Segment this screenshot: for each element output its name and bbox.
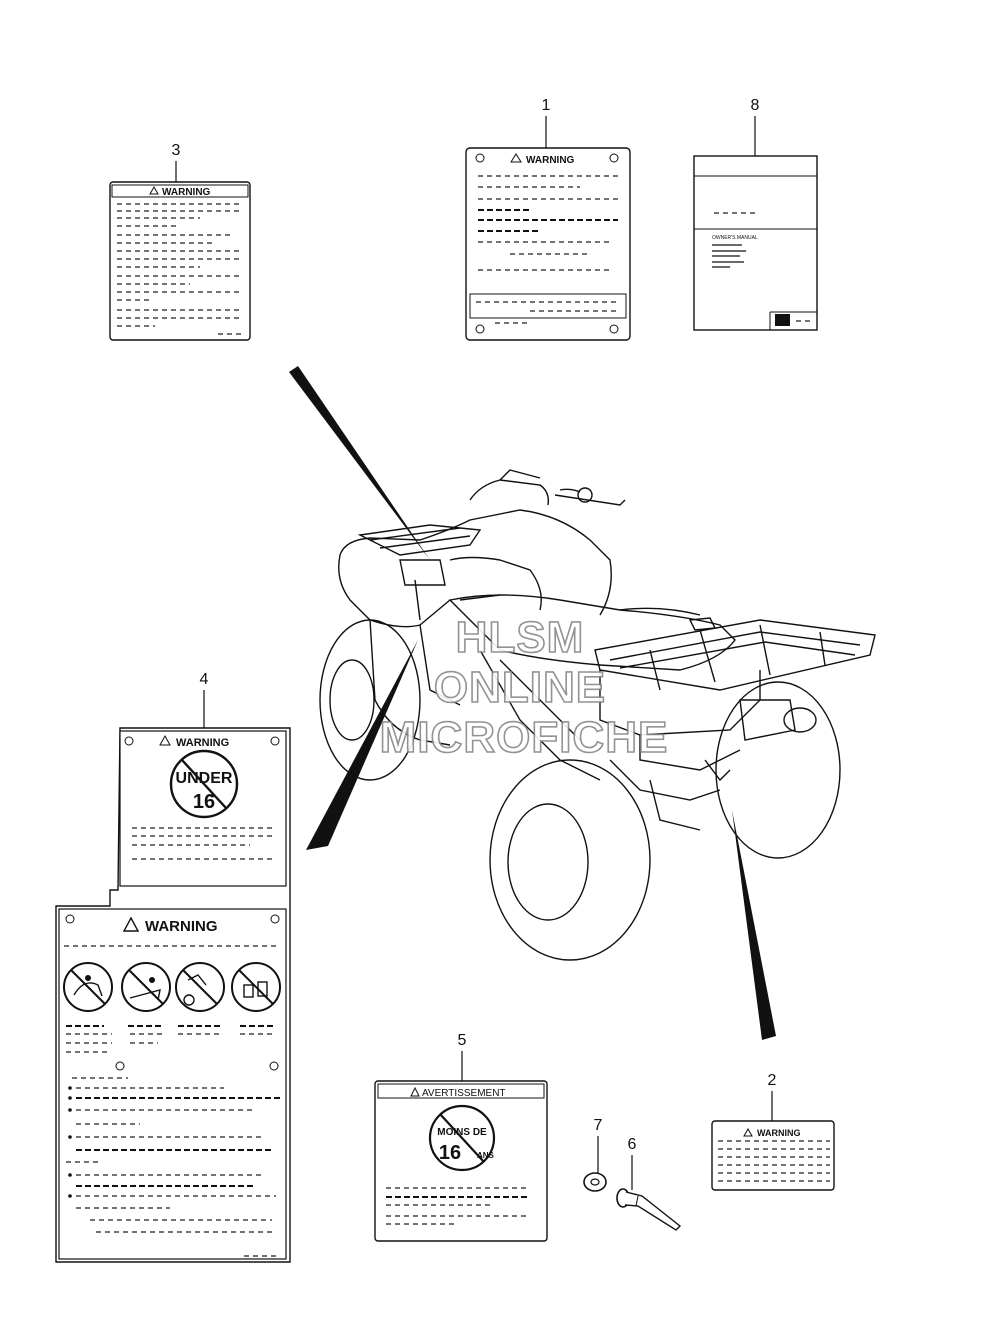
callout-3: 3 (172, 142, 181, 159)
callout-1: 1 (542, 97, 551, 114)
moins-de-16-badge-number: 16 (439, 1142, 461, 1164)
part-6-rivet (616, 1188, 682, 1231)
warning-title: WARNING (145, 918, 218, 935)
under-16-badge: UNDER 16 (169, 749, 239, 819)
moins-de-16-badge-suffix: ANS (477, 1151, 495, 1160)
watermark-line-3: MICROFICHE (380, 713, 669, 762)
no-stunt-icon (231, 962, 281, 1012)
callout-4: 4 (200, 671, 209, 688)
avertissement-title: AVERTISSEMENT (422, 1088, 506, 1099)
warning-triangle-icon (149, 185, 159, 195)
item-8-owners-manual: OWNER'S MANUAL (693, 155, 818, 331)
book-icon (775, 314, 790, 326)
callout-7: 7 (594, 1117, 603, 1134)
warning-triangle-icon (743, 1127, 753, 1137)
watermark-line-1: HLSM (456, 613, 585, 662)
label-1-warning: WARNING (465, 147, 631, 341)
atv-illustration (319, 469, 876, 961)
under-16-badge-number: 16 (193, 791, 215, 813)
warning-title: WARNING (176, 737, 229, 749)
moins-de-16-badge-top: MOINS DE (437, 1127, 487, 1138)
callout-8: 8 (751, 97, 760, 114)
callout-2: 2 (768, 1072, 777, 1089)
no-passenger-icon (63, 962, 113, 1012)
callout-5: 5 (458, 1032, 467, 1049)
manual-title: OWNER'S MANUAL (712, 235, 758, 241)
watermark-line-2: ONLINE (434, 663, 606, 712)
part-7-washer (583, 1172, 607, 1192)
under-16-badge-top: UNDER (176, 770, 233, 787)
label-4-warning: WARNING UNDER 16 WARNING (55, 727, 291, 1263)
moins-de-16-badge: MOINS DE 16 ANS (428, 1104, 496, 1172)
no-drink-icon (121, 962, 171, 1012)
label-5-avertissement: AVERTISSEMENT MOINS DE 16 ANS (374, 1080, 548, 1242)
warning-title: WARNING (526, 155, 575, 166)
label-3-warning: WARNING (109, 181, 251, 341)
no-riding-icon (175, 962, 225, 1012)
callouts: 1 8 3 4 5 2 7 6 (172, 97, 777, 1190)
warning-triangle-icon (410, 1086, 420, 1097)
label-2-warning: WARNING (711, 1120, 835, 1191)
leader-wedges (289, 366, 776, 1040)
warning-triangle-icon (122, 916, 140, 932)
warning-triangle-icon (159, 734, 171, 746)
watermark: HLSM ONLINE MICROFICHE (379, 612, 669, 763)
warning-title: WARNING (757, 1128, 801, 1138)
warning-title: WARNING (162, 187, 211, 198)
callout-6: 6 (628, 1136, 637, 1153)
warning-triangle-icon (510, 153, 522, 163)
